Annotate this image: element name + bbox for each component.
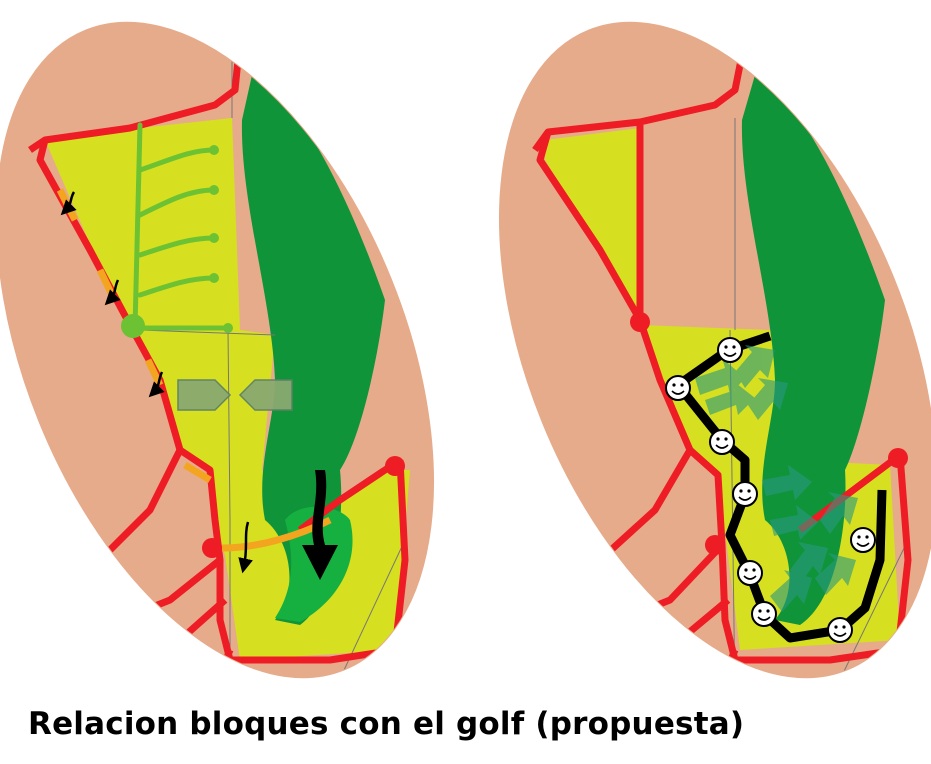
roundabout-node [630,312,650,332]
roundabout-node [202,538,222,558]
panel-proposed-route [480,0,931,700]
roundabout-node [385,456,405,476]
access-node [209,145,219,155]
access-hub [121,314,145,338]
smiley-icon [709,429,735,455]
roundabout-node [705,535,725,555]
golf-blocks-diagram [0,0,931,700]
golf-fairway [241,75,385,625]
smiley-icon [732,481,758,507]
smiley-icon [737,560,763,586]
block-area-north [545,128,640,318]
access-node [209,273,219,283]
fork-access-icon [132,122,231,331]
access-node [223,323,233,333]
smiley-group [665,337,876,643]
teal-arrow-icon [695,345,858,612]
panel-boundary [0,21,434,679]
big-walk-arrow-icon [302,470,338,580]
roundabout-node [888,448,908,468]
smiley-icon [850,527,876,553]
figure-caption: Relacion bloques con el golf (propuesta) [28,706,745,742]
walk-arrow-icon [60,191,253,574]
panel-existing-access [0,0,460,700]
access-node [209,185,219,195]
smiley-icon [827,617,853,643]
access-node [209,233,219,243]
smiley-icon [717,337,743,363]
smiley-icon [665,375,691,401]
exchange-arrows-icon [177,379,293,411]
panel-boundary [499,21,931,679]
smiley-icon [751,601,777,627]
